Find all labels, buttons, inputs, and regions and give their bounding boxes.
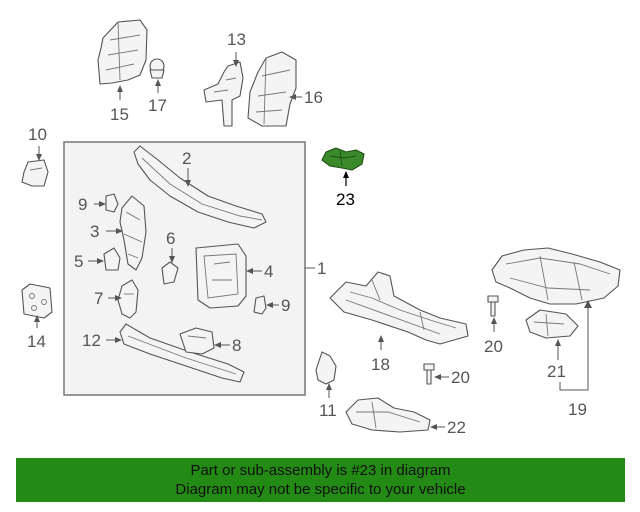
- part-16-air-duct[interactable]: [247, 51, 297, 127]
- parts-diagram: 1 15 17 13 16 10 14: [21, 19, 621, 437]
- callout-22[interactable]: 22: [447, 418, 466, 437]
- banner-line-2: Diagram may not be specific to your vehi…: [175, 481, 466, 498]
- part-15-air-deflector[interactable]: [97, 19, 148, 85]
- callout-15[interactable]: 15: [110, 105, 129, 124]
- callout-20b[interactable]: 20: [451, 368, 470, 387]
- callout-14[interactable]: 14: [27, 332, 46, 351]
- callout-10[interactable]: 10: [28, 125, 47, 144]
- part-3-side-support[interactable]: [119, 195, 147, 271]
- callout-3[interactable]: 3: [90, 222, 99, 241]
- info-banner: Part or sub-assembly is #23 in diagram D…: [16, 458, 625, 502]
- part-19-engine-under-cover[interactable]: [491, 247, 621, 305]
- leader-line-19: [559, 302, 589, 391]
- part-22-under-shield[interactable]: [345, 397, 431, 433]
- part-20-bolt-upper[interactable]: [487, 295, 499, 317]
- callout-18[interactable]: 18: [371, 355, 390, 374]
- leader-arrow-19: [584, 300, 592, 308]
- callout-20a[interactable]: 20: [484, 337, 503, 356]
- callout-6[interactable]: 6: [166, 229, 175, 248]
- callout-13[interactable]: 13: [227, 30, 246, 49]
- banner-line-1: Part or sub-assembly is #23 in diagram: [190, 462, 451, 479]
- part-5-bracket[interactable]: [103, 247, 121, 271]
- part-10-bracket[interactable]: [21, 159, 49, 187]
- part-23-bracket-highlighted[interactable]: [321, 147, 365, 171]
- part-20-bolt-lower[interactable]: [423, 363, 435, 385]
- part-7-bracket[interactable]: [117, 279, 139, 319]
- part-9-clip-lower[interactable]: [253, 295, 267, 315]
- callout-11[interactable]: 11: [319, 401, 337, 420]
- callout-17[interactable]: 17: [148, 96, 167, 115]
- callout-8[interactable]: 8: [232, 336, 241, 355]
- callout-9a[interactable]: 9: [78, 195, 87, 214]
- part-8-bracket[interactable]: [179, 327, 215, 355]
- callout-4[interactable]: 4: [264, 262, 273, 281]
- part-4-side-panel[interactable]: [195, 243, 247, 309]
- callout-12[interactable]: 12: [82, 331, 101, 350]
- callout-7[interactable]: 7: [94, 289, 103, 308]
- part-21-cover[interactable]: [525, 309, 579, 339]
- part-6-bracket[interactable]: [161, 261, 179, 285]
- part-9-clip-upper[interactable]: [105, 193, 119, 213]
- callout-2[interactable]: 2: [182, 149, 191, 168]
- part-11-bracket[interactable]: [315, 351, 337, 385]
- callout-16[interactable]: 16: [304, 88, 323, 107]
- part-17-clip[interactable]: [149, 58, 165, 79]
- part-12-lower-tie-bar[interactable]: [119, 323, 245, 383]
- callout-23[interactable]: 23: [336, 190, 355, 209]
- callout-5[interactable]: 5: [74, 252, 83, 271]
- callout-21[interactable]: 21: [547, 362, 566, 381]
- callout-1[interactable]: 1: [317, 259, 326, 278]
- part-2-upper-tie-bar[interactable]: [133, 145, 267, 229]
- callout-9b[interactable]: 9: [281, 296, 290, 315]
- callout-19[interactable]: 19: [568, 400, 587, 419]
- part-13-bracket[interactable]: [203, 61, 244, 127]
- part-18-subframe[interactable]: [329, 271, 469, 345]
- part-14-plate[interactable]: [21, 283, 53, 319]
